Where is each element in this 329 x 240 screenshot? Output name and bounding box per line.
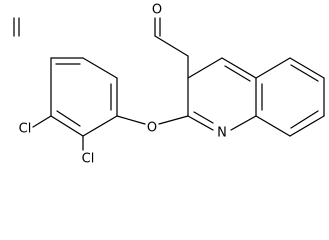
ring-a-bond-5 — [50, 115, 84, 137]
dichlorophenyl-ring — [50, 57, 118, 137]
ether-bridge: O — [116, 115, 189, 136]
atom-label-cl-lower: Cl — [82, 152, 95, 167]
atom-label-o-aldehyde: O — [152, 3, 162, 18]
ring-a-bond-4 — [82, 115, 118, 137]
cho-c-to-h — [154, 35, 189, 57]
b-bond-2 — [289, 57, 325, 79]
cl-bond-upper — [32, 115, 52, 128]
ring-a-inner-3 — [56, 110, 81, 127]
q-inner-2 — [224, 65, 251, 82]
q-inner-1 — [193, 111, 214, 124]
atom-label-n: N — [217, 126, 227, 141]
b-bond-1 — [255, 57, 291, 79]
q-bond-6 — [187, 115, 214, 131]
atom-label-cl-upper: Cl — [19, 122, 32, 137]
q-bond-3 — [221, 57, 257, 79]
b-inner-1 — [290, 64, 319, 82]
ether-bond-right — [158, 115, 189, 125]
chlorine-substituents: Cl Cl — [19, 115, 95, 167]
b-inner-2 — [290, 110, 319, 129]
aldehyde-group — [13, 17, 20, 37]
q-bond-5 — [230, 115, 257, 131]
ether-bond-left — [116, 115, 146, 125]
b-bond-4 — [289, 115, 325, 137]
q-bond-2 — [187, 57, 223, 79]
aldehyde-oxygen: O — [152, 3, 189, 57]
quinoline-system: N — [187, 55, 325, 141]
b-bond-5 — [255, 115, 291, 137]
ring-a-bond-2 — [82, 57, 118, 79]
molecule-structure: Cl Cl O N O — [13, 3, 325, 167]
atom-label-o-ether: O — [147, 121, 157, 136]
